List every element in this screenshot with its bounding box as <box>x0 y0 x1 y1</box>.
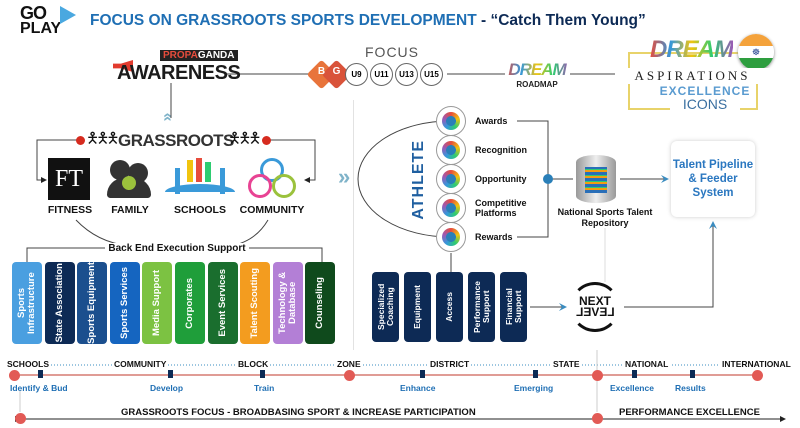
database-icon <box>576 155 616 203</box>
chevron-right-icon: » <box>338 164 351 189</box>
awareness-label: AWARENESS <box>117 62 241 84</box>
backend-item: State Association <box>44 262 75 344</box>
red-dot <box>262 136 271 145</box>
talent-pipeline-box: Talent Pipeline & Feeder System <box>671 141 755 217</box>
bog-g: G <box>332 66 341 77</box>
icons-label: ICONS <box>670 96 740 112</box>
backend-item: Talent Scouting <box>240 262 271 344</box>
level-community: COMMUNITY <box>112 359 169 369</box>
level-zone: ZONE <box>335 359 363 369</box>
backend-item: Technology & Database <box>272 262 303 344</box>
stage-label: Train <box>254 383 275 393</box>
family-icon <box>107 160 152 200</box>
pillar-community: COMMUNITY <box>239 204 305 216</box>
level-international: INTERNATIONAL <box>720 359 793 369</box>
performance-excellence-label: PERFORMANCE EXCELLENCE <box>616 407 763 418</box>
gear-icon <box>436 164 466 194</box>
people-icon: 🯅🯅🯅 <box>86 130 120 147</box>
stage-marker <box>632 370 637 378</box>
benefit-0: Awards <box>475 116 508 126</box>
bog-b: B <box>317 66 326 77</box>
timeline-dot <box>752 370 763 381</box>
india-flag-icon: ☸ <box>738 34 774 70</box>
stage-marker <box>38 370 43 378</box>
repository-label: National Sports Talent Repository <box>557 207 653 228</box>
timeline-dot <box>592 413 603 424</box>
stage-label: Develop <box>150 383 184 393</box>
backend-support-label: Back End Execution Support <box>12 243 342 254</box>
schools-icon <box>165 158 235 200</box>
benefit-1: Recognition <box>475 145 527 155</box>
age-group-u11: U11 <box>370 63 393 86</box>
focus-label: FOCUS <box>365 44 419 60</box>
stage-marker <box>168 370 173 378</box>
backend-item: Media Support <box>142 262 173 344</box>
stage-label: Results <box>675 383 706 393</box>
athlete-label: ATHLETE <box>410 140 427 220</box>
timeline-dot <box>344 370 355 381</box>
timeline-dot <box>9 370 20 381</box>
people-icon: 🯅🯅🯅 <box>228 130 262 147</box>
gear-icon <box>436 222 466 252</box>
support-item: Access <box>436 272 463 342</box>
ft-logo-icon: FT <box>48 158 90 200</box>
support-item: Equipment <box>404 272 431 342</box>
support-item: Specialized Coaching <box>372 272 399 342</box>
age-group-u9: U9 <box>345 63 368 86</box>
backend-item: Event Services <box>207 262 238 344</box>
chevron-up-icon: » <box>158 112 176 122</box>
page-title: FOCUS ON GRASSROOTS SPORTS DEVELOPMENT -… <box>90 12 646 29</box>
gear-icon <box>436 135 466 165</box>
stage-marker <box>420 370 425 378</box>
support-item: Performance Support <box>468 272 495 342</box>
stage-marker <box>690 370 695 378</box>
stage-marker <box>533 370 538 378</box>
community-icon <box>248 158 298 200</box>
backend-item: Counseling <box>305 262 336 344</box>
stage-label: Enhance <box>400 383 436 393</box>
red-dot <box>76 136 85 145</box>
level-district: DISTRICT <box>428 359 472 369</box>
stage-label: Excellence <box>610 383 654 393</box>
pillar-schools: SCHOOLS <box>174 204 226 216</box>
roadmap-label: ROADMAP <box>516 80 558 89</box>
grassroots-focus-label: GRASSROOTS FOCUS - BROADBASING SPORT & I… <box>118 407 479 418</box>
excellence-label: EXCELLENCE <box>659 84 751 98</box>
backend-item: Sports Services <box>109 262 140 344</box>
gear-icon <box>436 193 466 223</box>
pillar-fitness: FITNESS <box>47 204 93 216</box>
timeline-dot <box>592 370 603 381</box>
stage-marker <box>260 370 265 378</box>
dream-logo: DREAM <box>505 60 569 80</box>
age-group-u13: U13 <box>395 63 418 86</box>
backend-item: Corporates <box>175 262 205 344</box>
benefit-2: Opportunity <box>475 174 527 184</box>
propaganda-logo: PROPAGANDA <box>160 50 238 61</box>
stage-label: Emerging <box>514 383 554 393</box>
support-item: Financial Support <box>500 272 527 342</box>
level-schools: SCHOOLS <box>5 359 52 369</box>
divider <box>353 100 354 350</box>
benefit-3: Competitive Platforms <box>475 198 527 218</box>
timeline-dot <box>15 413 26 424</box>
level-national: NATIONAL <box>623 359 671 369</box>
backend-item: Sports Infrastructure <box>12 262 42 344</box>
pillar-family: FAMILY <box>111 204 149 216</box>
level-state: STATE <box>551 359 582 369</box>
gear-icon <box>436 106 466 136</box>
aspirations-label: ASPIRATIONS <box>615 68 770 84</box>
dream-logo-large: DREAM <box>650 36 734 63</box>
backend-item: Sports Equipment <box>77 262 108 344</box>
age-group-u15: U15 <box>420 63 443 86</box>
benefit-4: Rewards <box>475 232 513 242</box>
pipeline-label: Talent Pipeline & Feeder System <box>672 159 754 199</box>
stage-label: Identify & Bud <box>10 383 68 393</box>
level-block: BLOCK <box>236 359 271 369</box>
grassroots-label: GRASSROOTS <box>118 131 234 150</box>
